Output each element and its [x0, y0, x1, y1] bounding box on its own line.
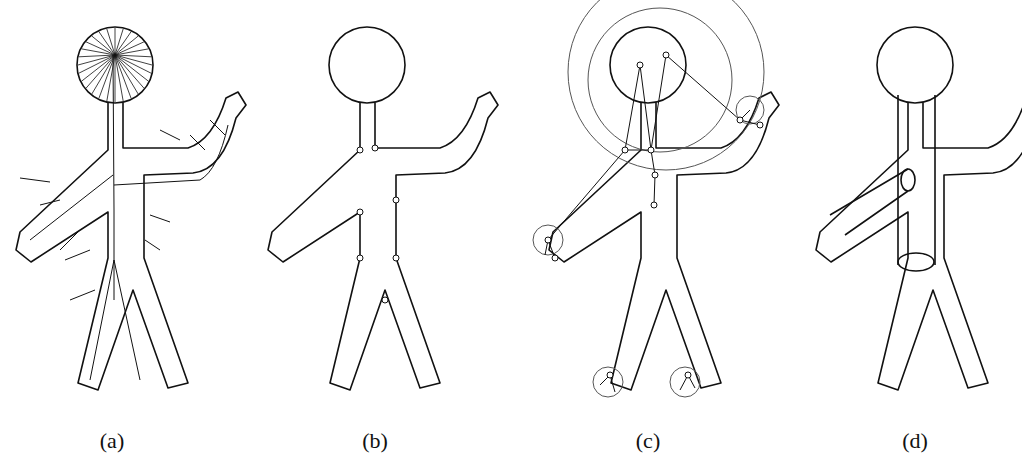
- medial-axis: [20, 55, 228, 380]
- panel-label: (a): [100, 428, 124, 454]
- stick-figure: [16, 27, 246, 390]
- radial-stroke: [115, 55, 116, 102]
- stick-figure: [549, 27, 779, 390]
- radial-stroke: [107, 29, 115, 55]
- radial-stroke: [115, 36, 138, 55]
- radial-stroke: [82, 55, 115, 81]
- radial-stroke: [115, 55, 123, 101]
- radial-stroke: [79, 55, 115, 57]
- radial-stroke: [79, 55, 115, 73]
- radial-stroke: [115, 42, 144, 55]
- radial-stroke: [82, 49, 115, 55]
- panel-label: (b): [362, 428, 388, 454]
- radial-strokes: [78, 28, 152, 102]
- skeleton-links: [545, 55, 760, 392]
- stick-figure: [268, 27, 498, 390]
- radial-stroke: [78, 55, 115, 65]
- radial-stroke: [115, 29, 123, 55]
- panel-label: (d): [902, 428, 928, 454]
- radial-stroke: [115, 55, 144, 88]
- fitting-circles: [533, 0, 764, 397]
- radial-stroke: [99, 32, 115, 55]
- cylinders: [830, 95, 935, 271]
- radial-stroke: [115, 28, 116, 55]
- radial-stroke: [115, 55, 152, 65]
- skeleton-nodes: [545, 52, 763, 378]
- radial-stroke: [115, 55, 151, 57]
- break-points: [357, 145, 399, 303]
- stick-figure: [816, 27, 1022, 390]
- panel-label: (c): [636, 428, 660, 454]
- radial-stroke: [115, 55, 131, 98]
- radial-stroke: [86, 55, 115, 88]
- radial-stroke: [115, 49, 148, 55]
